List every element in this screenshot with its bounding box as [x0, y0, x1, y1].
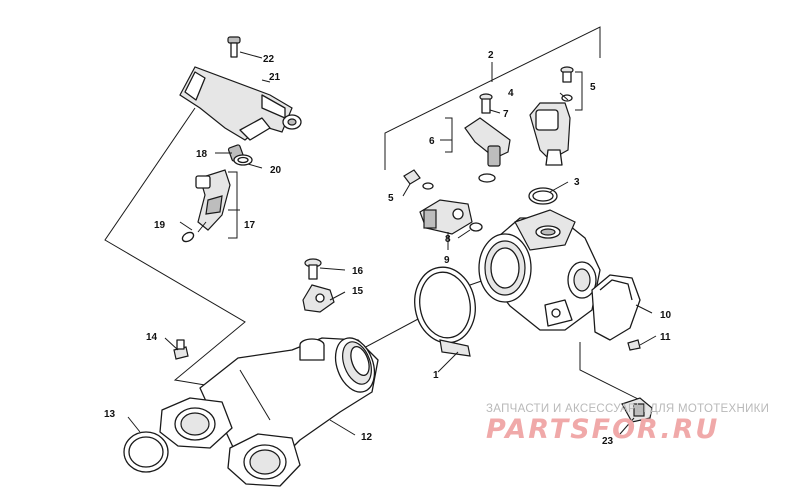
group-bracket-17	[228, 171, 238, 239]
part-13-gasket-ring	[123, 431, 169, 473]
part-16-screw	[304, 258, 322, 280]
part-21-fuel-rail	[179, 66, 302, 141]
callout-9: 9	[444, 255, 450, 266]
callout-8: 8	[445, 234, 451, 245]
part-1-hose-clamp	[414, 266, 476, 357]
part-11-screw	[627, 339, 641, 351]
callout-18: 18	[196, 149, 208, 160]
part-14-bolt	[173, 339, 189, 360]
callout-3: 3	[574, 177, 580, 188]
watermark-logo: PARTSFOR.RU	[486, 414, 720, 445]
callout-2: 2	[488, 50, 494, 61]
part-20-o-ring	[233, 154, 253, 166]
callout-19: 19	[154, 220, 166, 231]
callout-12: 12	[361, 432, 373, 443]
callout-21: 21	[269, 72, 281, 83]
callout-20: 20	[270, 165, 282, 176]
part-15-clamp-bracket	[302, 284, 335, 313]
part-23-sensor	[621, 397, 653, 423]
group-line-rail	[104, 107, 246, 386]
part-17-fuel-injector	[195, 169, 231, 233]
part-12-intake-manifold	[159, 337, 379, 487]
callout-1: 1	[433, 370, 439, 381]
callout-23: 23	[602, 436, 614, 447]
callout-22: 22	[263, 54, 275, 65]
callout-11: 11	[660, 332, 671, 343]
callout-17: 17	[244, 220, 256, 231]
part-22-bolt	[227, 36, 241, 58]
group-bracket-5	[575, 71, 583, 111]
callout-5-top: 5	[590, 82, 596, 93]
callout-15: 15	[352, 286, 364, 297]
leader-lines	[127, 51, 657, 436]
part-5-screw-left	[403, 169, 434, 190]
group-bracket-6	[445, 117, 453, 153]
callout-14: 14	[146, 332, 158, 343]
callout-13: 13	[104, 409, 116, 420]
part-7-screw	[479, 93, 493, 114]
part-9-map-sensor	[419, 199, 473, 235]
watermark: ЗАПЧАСТИ И АКСЕССУАРЫ ДЛЯ МОТОТЕХНИКИ PA…	[486, 403, 786, 445]
callout-6: 6	[429, 136, 435, 147]
callout-5-left: 5	[388, 193, 394, 204]
part-5-screw-top	[560, 66, 574, 102]
part-6-throttle-position-sensor	[464, 117, 511, 183]
part-8-o-ring	[469, 222, 483, 232]
callout-16: 16	[352, 266, 364, 277]
part-4-idle-control-valve	[529, 102, 571, 166]
callout-10: 10	[660, 310, 672, 321]
callout-4: 4	[508, 88, 514, 99]
part-10-cover	[591, 274, 641, 341]
part-19-o-ring	[181, 231, 195, 243]
watermark-subtitle: ЗАПЧАСТИ И АКСЕССУАРЫ ДЛЯ МОТОТЕХНИКИ	[486, 403, 770, 415]
callout-7: 7	[503, 109, 509, 120]
throttle-body	[478, 209, 601, 331]
